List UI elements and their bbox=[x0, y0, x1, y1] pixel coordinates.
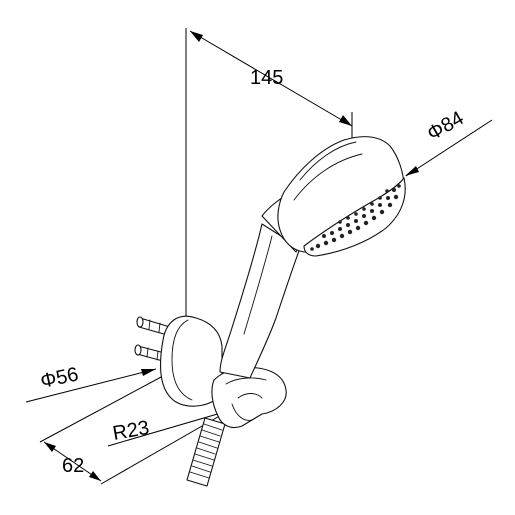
spray-nozzles bbox=[310, 184, 401, 251]
dimension-head-diameter bbox=[405, 119, 493, 177]
hose bbox=[186, 417, 226, 487]
label-head-diameter: Φ84 bbox=[424, 107, 468, 145]
hand-shower bbox=[219, 136, 406, 379]
label-radius: R23 bbox=[111, 417, 151, 445]
dimension-145 bbox=[185, 28, 353, 322]
label-145: 145 bbox=[250, 67, 283, 89]
dimension-bracket-diameter bbox=[25, 368, 157, 403]
label-62: 62 bbox=[62, 455, 84, 477]
label-bracket-diameter: Φ56 bbox=[38, 363, 80, 392]
wall-bracket bbox=[134, 315, 287, 429]
